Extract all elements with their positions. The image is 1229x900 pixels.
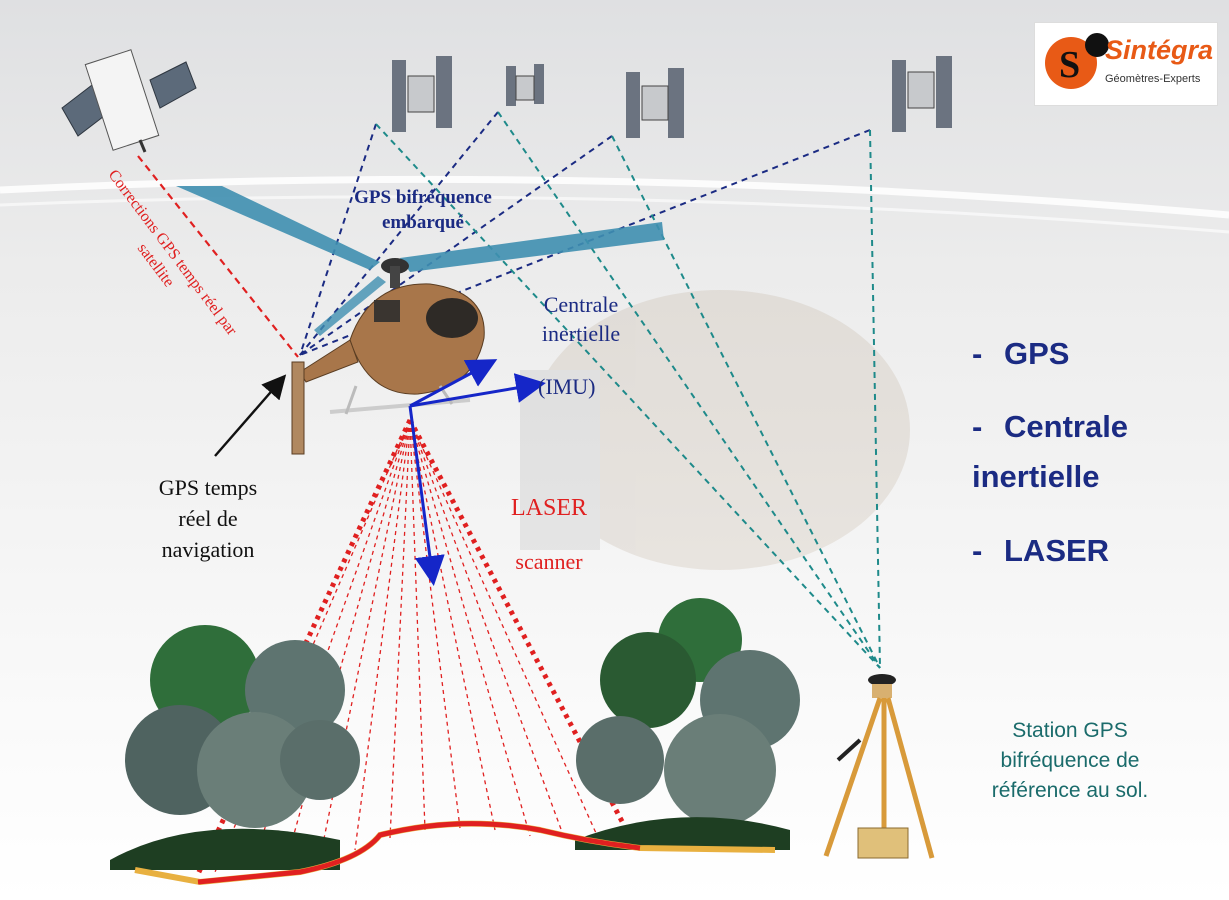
legend-dash: -: [972, 336, 983, 371]
ground-gps-station-icon: [823, 674, 935, 859]
gps-satellite-icon: [392, 56, 452, 132]
ghost-helicopter-silhouette: [520, 290, 910, 570]
legend-dash: -: [972, 533, 983, 568]
left-trees: [110, 625, 360, 870]
legend-text: GPS: [1004, 336, 1070, 371]
sintegra-logo: S Sintégra Géomètres-Experts: [1034, 22, 1218, 106]
svg-text:S: S: [1059, 44, 1080, 86]
legend-centrale: -Centrale: [972, 409, 1128, 445]
station-label: Station GPS bifréquence de référence au …: [946, 716, 1194, 806]
correction-satellite-icon: [61, 49, 197, 153]
gps-satellite-icon: [892, 56, 952, 132]
legend-dash: -: [972, 409, 983, 444]
legend-text: Centrale: [1004, 409, 1129, 444]
laser-line: LASER: [510, 495, 587, 521]
laser-label: LASER scanner: [494, 482, 604, 588]
legend-text: LASER: [1004, 533, 1110, 568]
right-trees: [575, 598, 800, 850]
gps-nav-label: GPS temps réel de navigation: [128, 472, 288, 565]
laser-line: scanner: [515, 549, 583, 574]
imu-axes: [408, 359, 546, 586]
legend-gps: -GPS: [972, 336, 1069, 372]
centrale-line: Centrale: [543, 292, 619, 317]
centrale-line: inertielle: [541, 321, 621, 346]
legend-inertielle: inertielle: [972, 459, 1100, 495]
station-line: référence au sol.: [991, 779, 1149, 802]
legend-laser: -LASER: [972, 533, 1109, 569]
gps-bifrequence-label: GPS bifréquence embarqué: [316, 185, 530, 235]
logo-mark-icon: S: [1045, 33, 1109, 89]
logo-wordmark: Sintégra: [1105, 35, 1214, 65]
logo-subtitle: Géomètres-Experts: [1105, 73, 1201, 85]
gps-nav-line: navigation: [161, 537, 255, 562]
gps-bifrequence-line: GPS bifréquence: [354, 187, 492, 208]
gps-nav-line: réel de: [178, 506, 238, 531]
station-line: bifréquence de: [1000, 749, 1140, 772]
correction-link: [137, 155, 299, 358]
legend-text: inertielle: [972, 459, 1100, 494]
gps-nav-line: GPS temps: [158, 475, 258, 500]
centrale-label: Centrale inertielle: [520, 290, 642, 348]
gps-satellite-icon: [626, 68, 684, 138]
gps-satellite-icon: [506, 64, 544, 106]
helicopter-icon: [176, 186, 664, 455]
gps-bifrequence-line: embarqué: [382, 212, 464, 233]
scanned-terrain-profile: [197, 821, 641, 885]
imu-label: (IMU): [538, 374, 596, 399]
station-line: Station GPS: [1012, 719, 1128, 742]
horizon-line: [0, 175, 1229, 219]
nav-gps-arrow: [214, 374, 287, 457]
horizon-line-2: [0, 195, 1229, 234]
